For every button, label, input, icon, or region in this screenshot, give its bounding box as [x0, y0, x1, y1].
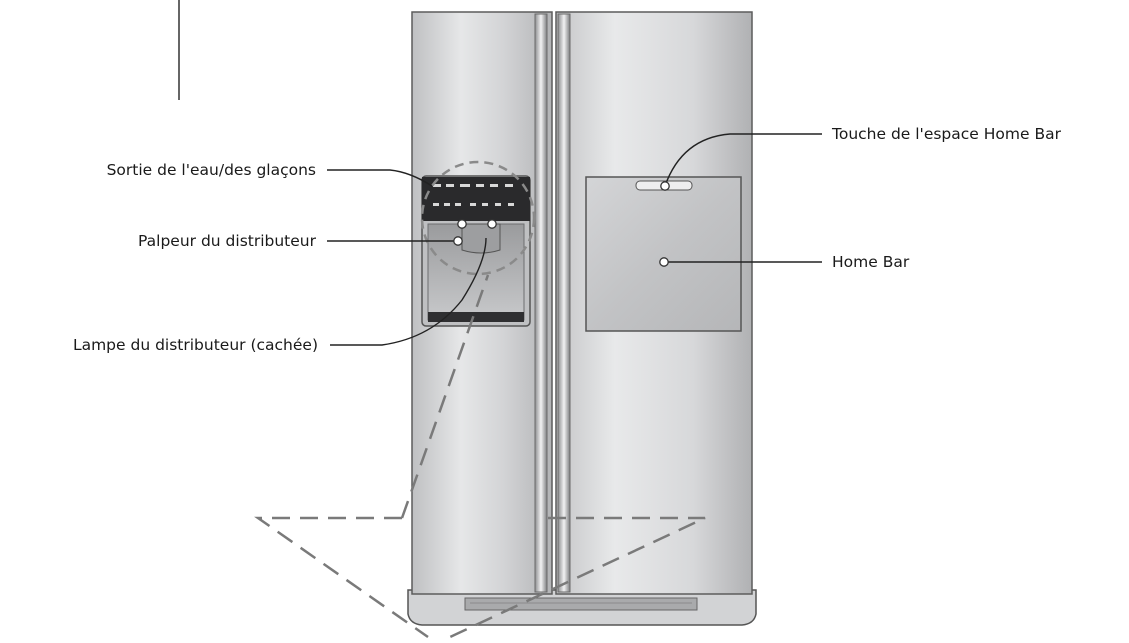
dot-water-ice-outlet	[457, 219, 467, 229]
freezer-handle	[534, 13, 548, 593]
dot-dispenser-sensor	[453, 236, 463, 246]
home-bar-panel	[585, 176, 742, 332]
callout-line-home-bar-key	[664, 133, 822, 187]
dot-home-bar-key	[660, 181, 670, 191]
drip-tray	[428, 312, 524, 322]
fridge-base	[407, 589, 757, 626]
door-swing-indicator	[254, 274, 706, 639]
label-dispenser-lamp: Lampe du distributeur (cachée)	[73, 336, 318, 354]
dot-home-bar	[659, 257, 669, 267]
callout-line-dispenser-lamp	[330, 237, 487, 346]
callout-line-water-ice-outlet	[327, 169, 433, 187]
callouts	[327, 133, 822, 346]
dispenser-control-panel	[422, 177, 530, 221]
dot-dispenser-lamp	[487, 219, 497, 229]
fridge-handle	[557, 13, 571, 593]
label-dispenser-sensor: Palpeur du distributeur	[138, 232, 317, 250]
dispenser	[420, 160, 536, 327]
label-home-bar: Home Bar	[832, 253, 910, 271]
dispenser-highlight-circle	[420, 160, 536, 276]
dispenser-paddle	[461, 223, 501, 254]
label-water-ice-outlet: Sortie de l'eau/des glaçons	[107, 161, 316, 179]
callout-dots	[453, 181, 670, 267]
label-home-bar-key: Touche de l'espace Home Bar	[831, 125, 1062, 143]
